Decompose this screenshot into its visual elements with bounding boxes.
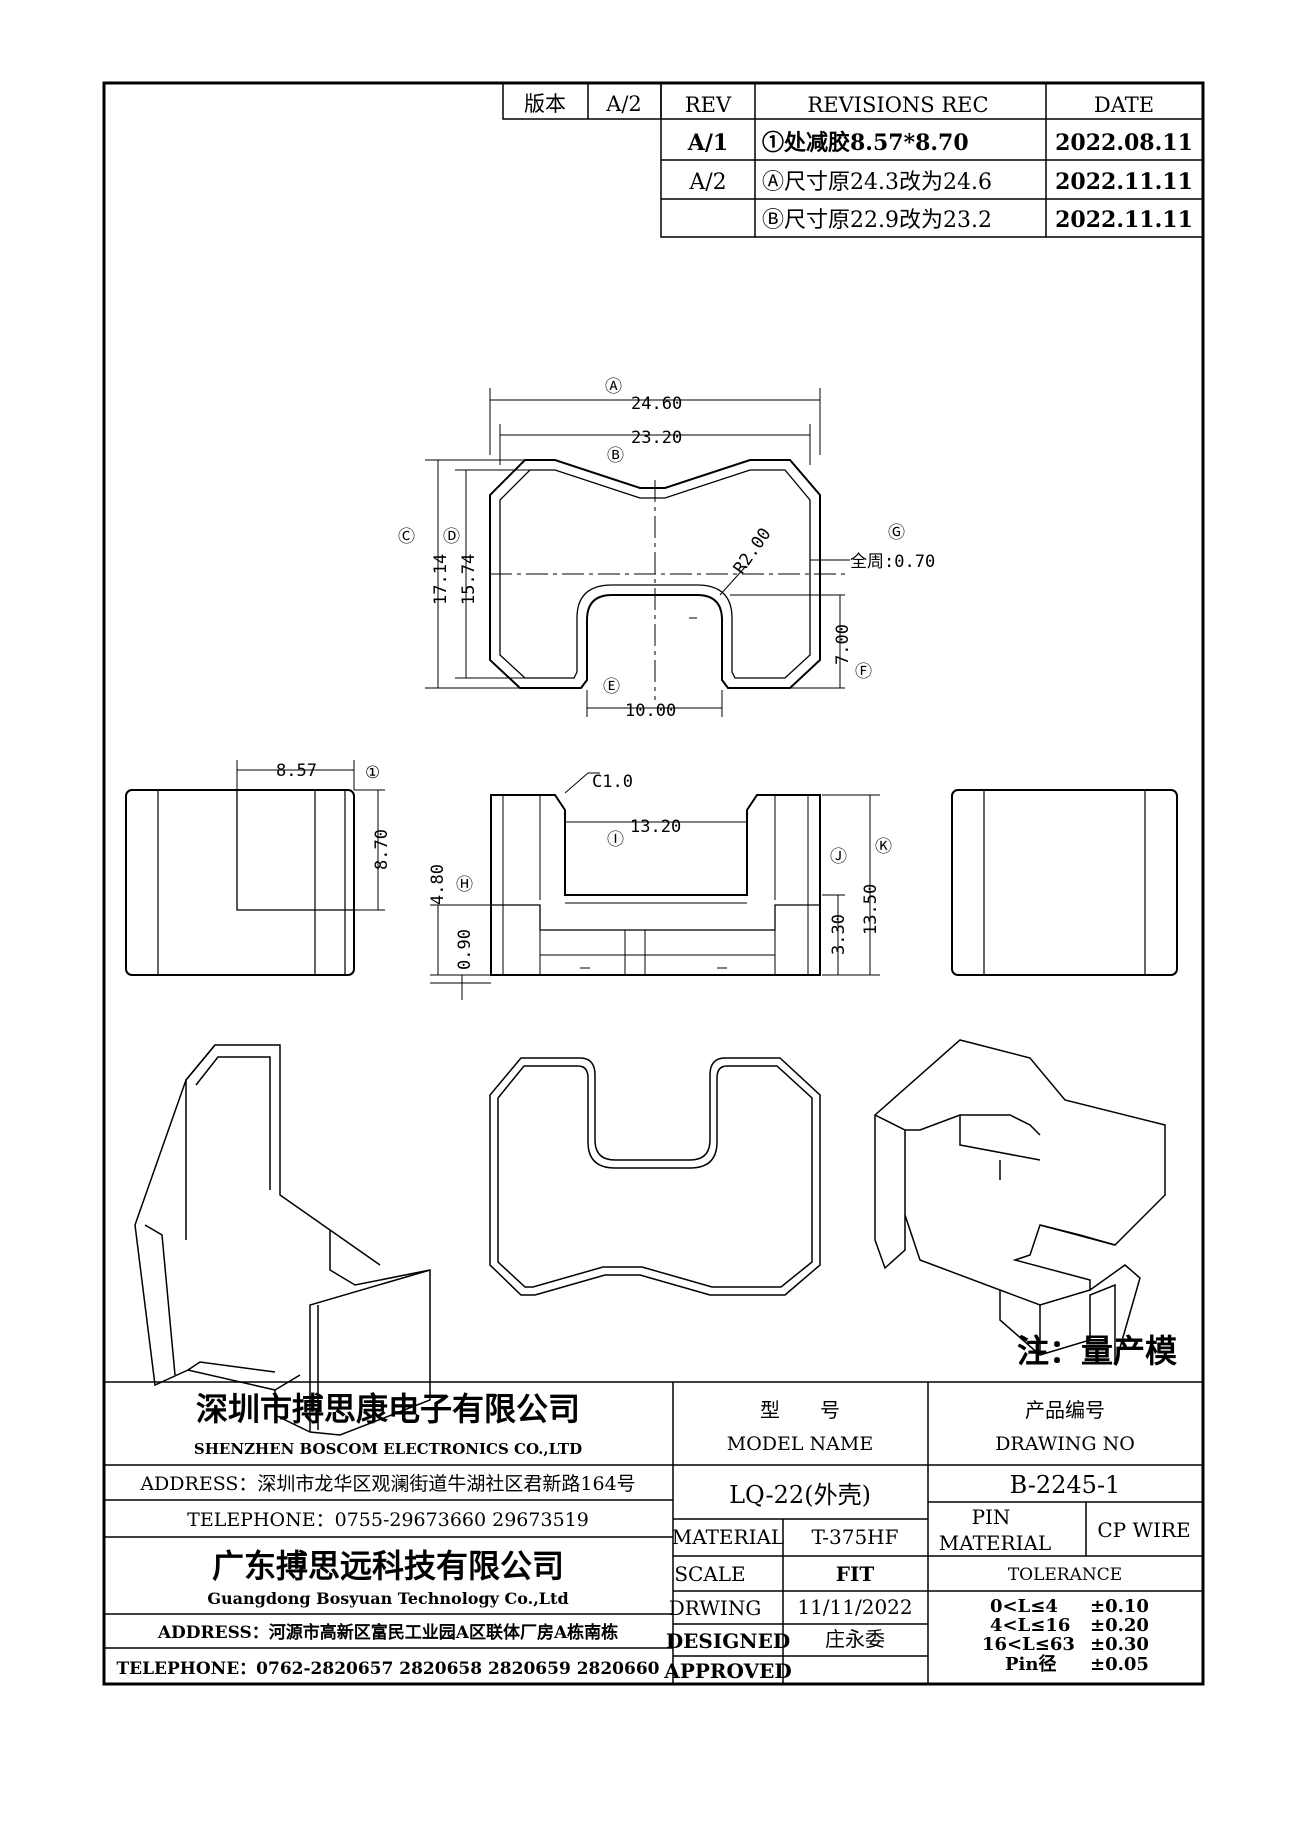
company2-cn: 广东搏思远科技有限公司 xyxy=(212,1547,564,1585)
dim-4-80-value: 4.80 xyxy=(428,864,448,905)
drawing-cn-label: 产品编号 xyxy=(1025,1398,1105,1422)
scale-label: SCALE xyxy=(674,1562,745,1586)
designed-value: 庄永委 xyxy=(825,1627,885,1651)
drwing-value: 11/11/2022 xyxy=(797,1595,912,1619)
dim-one-width: 8.57 xyxy=(276,761,317,781)
dim-A-value: 24.60 xyxy=(631,394,682,414)
dim-B-label: Ⓑ xyxy=(607,446,624,466)
dim-I-value: 13.20 xyxy=(630,817,681,837)
rev-row-2-date: 2022.11.11 xyxy=(1055,169,1193,195)
dim-J-value: 3.30 xyxy=(829,914,849,955)
side-left-dims xyxy=(236,760,385,911)
company2-en: Guangdong Bosyuan Technology Co.,Ltd xyxy=(207,1589,568,1608)
dim-D-value: 15.74 xyxy=(459,554,479,605)
side-view-right xyxy=(951,789,1178,976)
telephone2: TELEPHONE：0762-2820657 2820658 2820659 2… xyxy=(117,1659,660,1679)
dim-B-value: 23.20 xyxy=(631,428,682,448)
drawing-en-label: DRAWING NO xyxy=(995,1433,1135,1455)
tol-range-2: 4<L≤16 xyxy=(990,1615,1070,1636)
dim-E-value: 10.00 xyxy=(625,701,676,721)
dim-G-value: 全周:0.70 xyxy=(850,552,935,572)
iso-view-mid xyxy=(489,1057,821,1296)
tol-range-3: 16<L≤63 xyxy=(982,1634,1075,1655)
dim-H-value: 0.90 xyxy=(455,929,475,970)
date-header: DATE xyxy=(1094,93,1154,117)
tol-value-4: ±0.05 xyxy=(1090,1654,1149,1675)
company1-cn: 深圳市搏思康电子有限公司 xyxy=(196,1390,580,1428)
version-label: 版本 xyxy=(524,92,566,116)
telephone1: TELEPHONE：0755-29673660 29673519 xyxy=(187,1509,589,1531)
tol-value-2: ±0.20 xyxy=(1090,1615,1149,1636)
dim-H-label: Ⓗ xyxy=(456,875,473,895)
dim-F-value: 7.00 xyxy=(833,624,853,665)
drwing-label: DRWING xyxy=(669,1596,762,1620)
dim-K-label: Ⓚ xyxy=(875,837,892,857)
drawing-value: B-2245-1 xyxy=(1010,1471,1121,1499)
dim-R-value: R2.00 xyxy=(730,524,776,577)
production-note: 注：量产模 xyxy=(1017,1332,1177,1370)
top-dims xyxy=(425,388,850,717)
front-dims xyxy=(430,772,880,1000)
rec-header: REVISIONS REC xyxy=(807,93,988,117)
dim-one-label: ① xyxy=(365,763,380,783)
title-block-grid xyxy=(104,1381,1203,1684)
designed-label: DESIGNED xyxy=(666,1629,790,1653)
dim-K-value: 13.50 xyxy=(861,884,881,935)
tol-value-3: ±0.30 xyxy=(1090,1634,1149,1655)
dim-E-label: Ⓔ xyxy=(603,677,620,697)
pin-material-value: CP WIRE xyxy=(1097,1518,1190,1542)
rev-row-3-date: 2022.11.11 xyxy=(1055,207,1193,233)
tol-range-4: Pin径 xyxy=(1005,1653,1056,1675)
dim-C-value: 17.14 xyxy=(431,554,451,605)
revision-table xyxy=(502,82,1204,238)
company1-en: SHENZHEN BOSCOM ELECTRONICS CO.,LTD xyxy=(194,1440,582,1458)
tol-value-1: ±0.10 xyxy=(1090,1596,1149,1617)
model-en-label: MODEL NAME xyxy=(727,1433,873,1455)
dim-c-value: C1.0 xyxy=(592,772,633,792)
address1: ADDRESS：深圳市龙华区观澜街道牛湖社区君新路164号 xyxy=(139,1473,635,1495)
rev-row-2-rec: Ⓐ尺寸原24.3改为24.6 xyxy=(762,170,992,195)
scale-value: FIT xyxy=(836,1562,875,1586)
dim-F-label: Ⓕ xyxy=(855,662,872,682)
model-cn-label: 型 号 xyxy=(760,1398,840,1422)
rev-row-1-rev: A/1 xyxy=(687,130,728,156)
model-value: LQ-22(外壳) xyxy=(729,1481,871,1509)
pin-material-label-2: MATERIAL xyxy=(939,1531,1051,1555)
iso-view-left xyxy=(134,1044,431,1436)
rev-row-3-rec: Ⓑ尺寸原22.9改为23.2 xyxy=(762,208,992,233)
tolerance-label: TOLERANCE xyxy=(1008,1565,1122,1585)
tol-range-1: 0<L≤4 xyxy=(990,1596,1058,1617)
dim-I-label: Ⓘ xyxy=(607,830,624,850)
dim-one-height: 8.70 xyxy=(372,829,392,870)
rev-row-1-rec: ①处减胶8.57*8.70 xyxy=(762,130,969,156)
side-view-left xyxy=(125,789,355,976)
address2: ADDRESS：河源市高新区富民工业园A区联体厂房A栋南栋 xyxy=(157,1622,618,1643)
dim-D-label: Ⓓ xyxy=(443,527,460,547)
tolerance-list: 0<L≤4 ±0.10 4<L≤16 ±0.20 16<L≤63 ±0.30 P… xyxy=(982,1596,1149,1675)
pin-material-label-1: PIN xyxy=(972,1505,1011,1529)
version-value: A/2 xyxy=(605,92,642,116)
dim-C-label: Ⓒ xyxy=(398,527,415,547)
top-view xyxy=(489,459,845,700)
iso-view-right xyxy=(874,1039,1166,1366)
dim-A-label: Ⓐ xyxy=(605,377,622,397)
material-label: MATERIAL xyxy=(672,1525,784,1549)
dim-G-label: Ⓖ xyxy=(888,523,905,543)
material-value: T-375HF xyxy=(811,1525,898,1549)
rev-header: REV xyxy=(685,93,732,117)
rev-row-1-date: 2022.08.11 xyxy=(1055,130,1193,156)
dim-J-label: Ⓙ xyxy=(830,847,847,867)
rev-row-2-rev: A/2 xyxy=(688,170,726,195)
approved-label: APPROVED xyxy=(663,1659,791,1683)
